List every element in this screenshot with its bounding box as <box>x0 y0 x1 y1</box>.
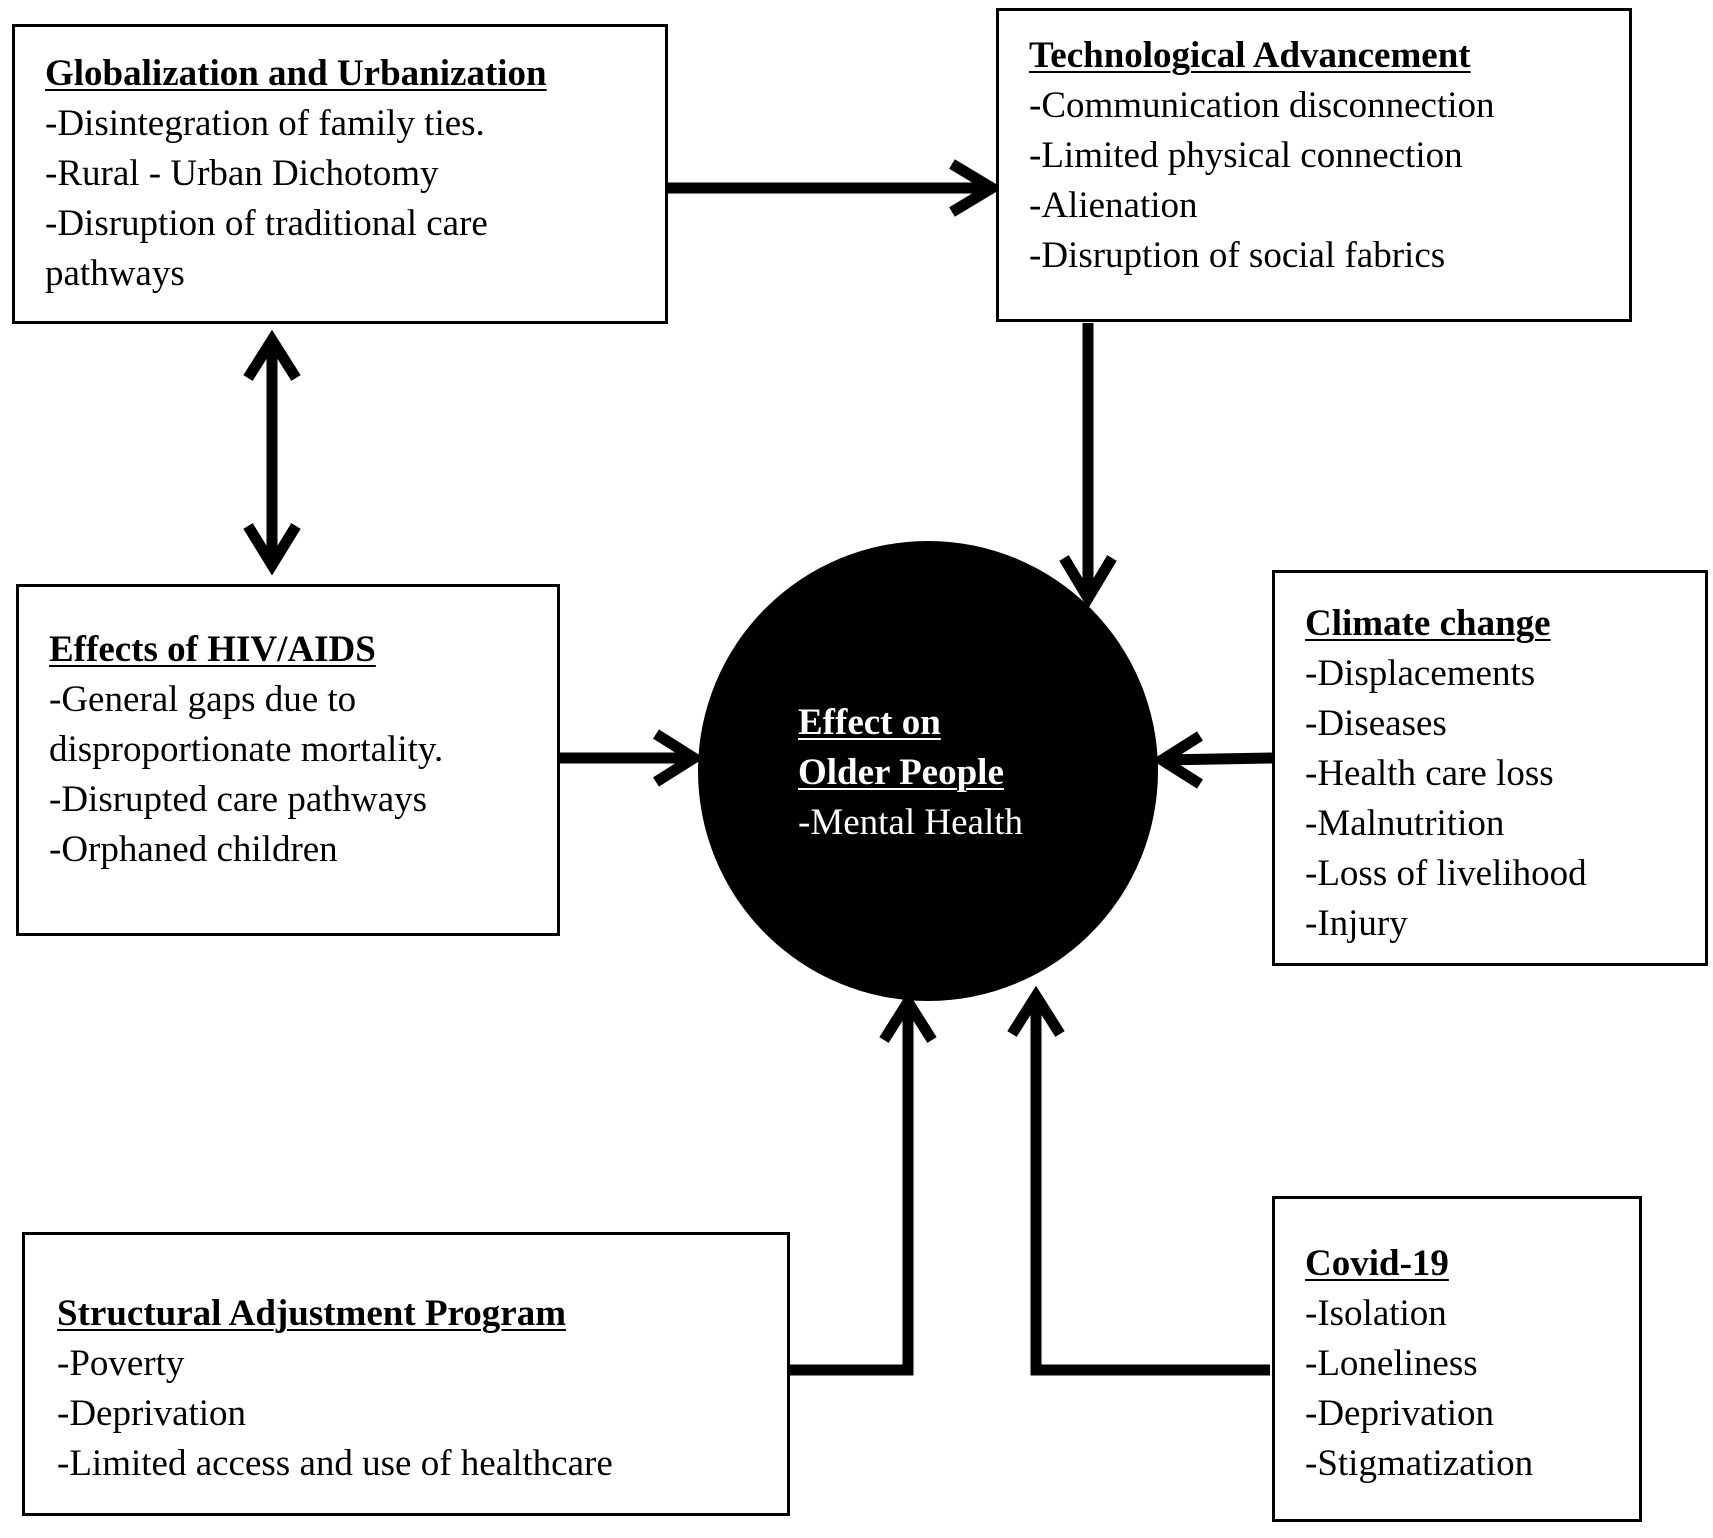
covid-item: -Loneliness <box>1305 1343 1478 1384</box>
arrow-covid-to-center <box>1030 996 1270 1376</box>
arrow-structural-to-center <box>790 1002 914 1376</box>
arrowhead-globalization-to-technology <box>949 159 1003 217</box>
climate-item: -Malnutrition <box>1305 803 1505 844</box>
hiv-title: Effects of HIV/AIDS <box>49 629 376 670</box>
arrowhead-covid-to-center <box>1007 985 1065 1037</box>
technology-item: -Alienation <box>1029 185 1198 226</box>
hiv-item: disproportionate mortality. <box>49 729 444 770</box>
covid-item: -Isolation <box>1305 1293 1447 1334</box>
structural-item: -Poverty <box>57 1343 185 1384</box>
center-title-line2: Older People <box>798 752 1004 793</box>
technology-item: -Limited physical connection <box>1029 135 1463 176</box>
structural-title: Structural Adjustment Program <box>57 1293 567 1334</box>
hiv-item: -Orphaned children <box>49 829 338 870</box>
globalization-item: pathways <box>45 253 185 294</box>
arrowhead-down-hiv <box>243 523 301 576</box>
hiv-item: -Disrupted care pathways <box>49 779 428 820</box>
center-item: -Mental Health <box>798 802 1023 843</box>
covid-title: Covid-19 <box>1305 1243 1449 1284</box>
technology-item: -Communication disconnection <box>1029 85 1495 126</box>
globalization-item: -Disintegration of family ties. <box>45 103 485 144</box>
technology-box: Technological Advancement -Communication… <box>996 8 1632 322</box>
arrow-climate-to-center <box>1161 752 1273 766</box>
climate-item: -Injury <box>1305 903 1408 944</box>
climate-item: -Diseases <box>1305 703 1447 744</box>
hiv-item: -General gaps due to <box>49 679 357 720</box>
arrowhead-up-globalization <box>243 329 301 381</box>
arrowhead-structural-to-center <box>879 991 937 1043</box>
globalization-item: -Rural - Urban Dichotomy <box>45 153 439 194</box>
arrowhead-hiv-to-center <box>653 729 705 787</box>
arrowhead-technology-to-center <box>1059 555 1117 609</box>
climate-box: Climate change -Displacements -Diseases … <box>1272 570 1708 966</box>
globalization-box: Globalization and Urbanization -Disinteg… <box>12 24 668 324</box>
arrowhead-climate-to-center <box>1151 731 1203 789</box>
center-title-line1: Effect on <box>798 702 941 743</box>
structural-item: -Deprivation <box>57 1393 247 1434</box>
globalization-item: -Disruption of traditional care <box>45 203 488 244</box>
climate-title: Climate change <box>1305 603 1551 644</box>
technology-item: -Disruption of social fabrics <box>1029 235 1446 276</box>
center-label: Effect on Older People -Mental Health <box>798 698 1023 848</box>
covid-item: -Deprivation <box>1305 1393 1495 1434</box>
climate-item: -Loss of livelihood <box>1305 853 1587 894</box>
climate-item: -Health care loss <box>1305 753 1554 794</box>
climate-item: -Displacements <box>1305 653 1536 694</box>
structural-box: Structural Adjustment Program -Poverty -… <box>22 1232 790 1516</box>
globalization-title: Globalization and Urbanization <box>45 53 547 94</box>
technology-title: Technological Advancement <box>1029 35 1471 76</box>
hiv-box: Effects of HIV/AIDS -General gaps due to… <box>16 584 560 936</box>
center-circle <box>698 541 1158 1001</box>
structural-item: -Limited access and use of healthcare <box>57 1443 613 1484</box>
covid-box: Covid-19 -Isolation -Loneliness -Depriva… <box>1272 1196 1642 1522</box>
covid-item: -Stigmatization <box>1305 1443 1534 1484</box>
